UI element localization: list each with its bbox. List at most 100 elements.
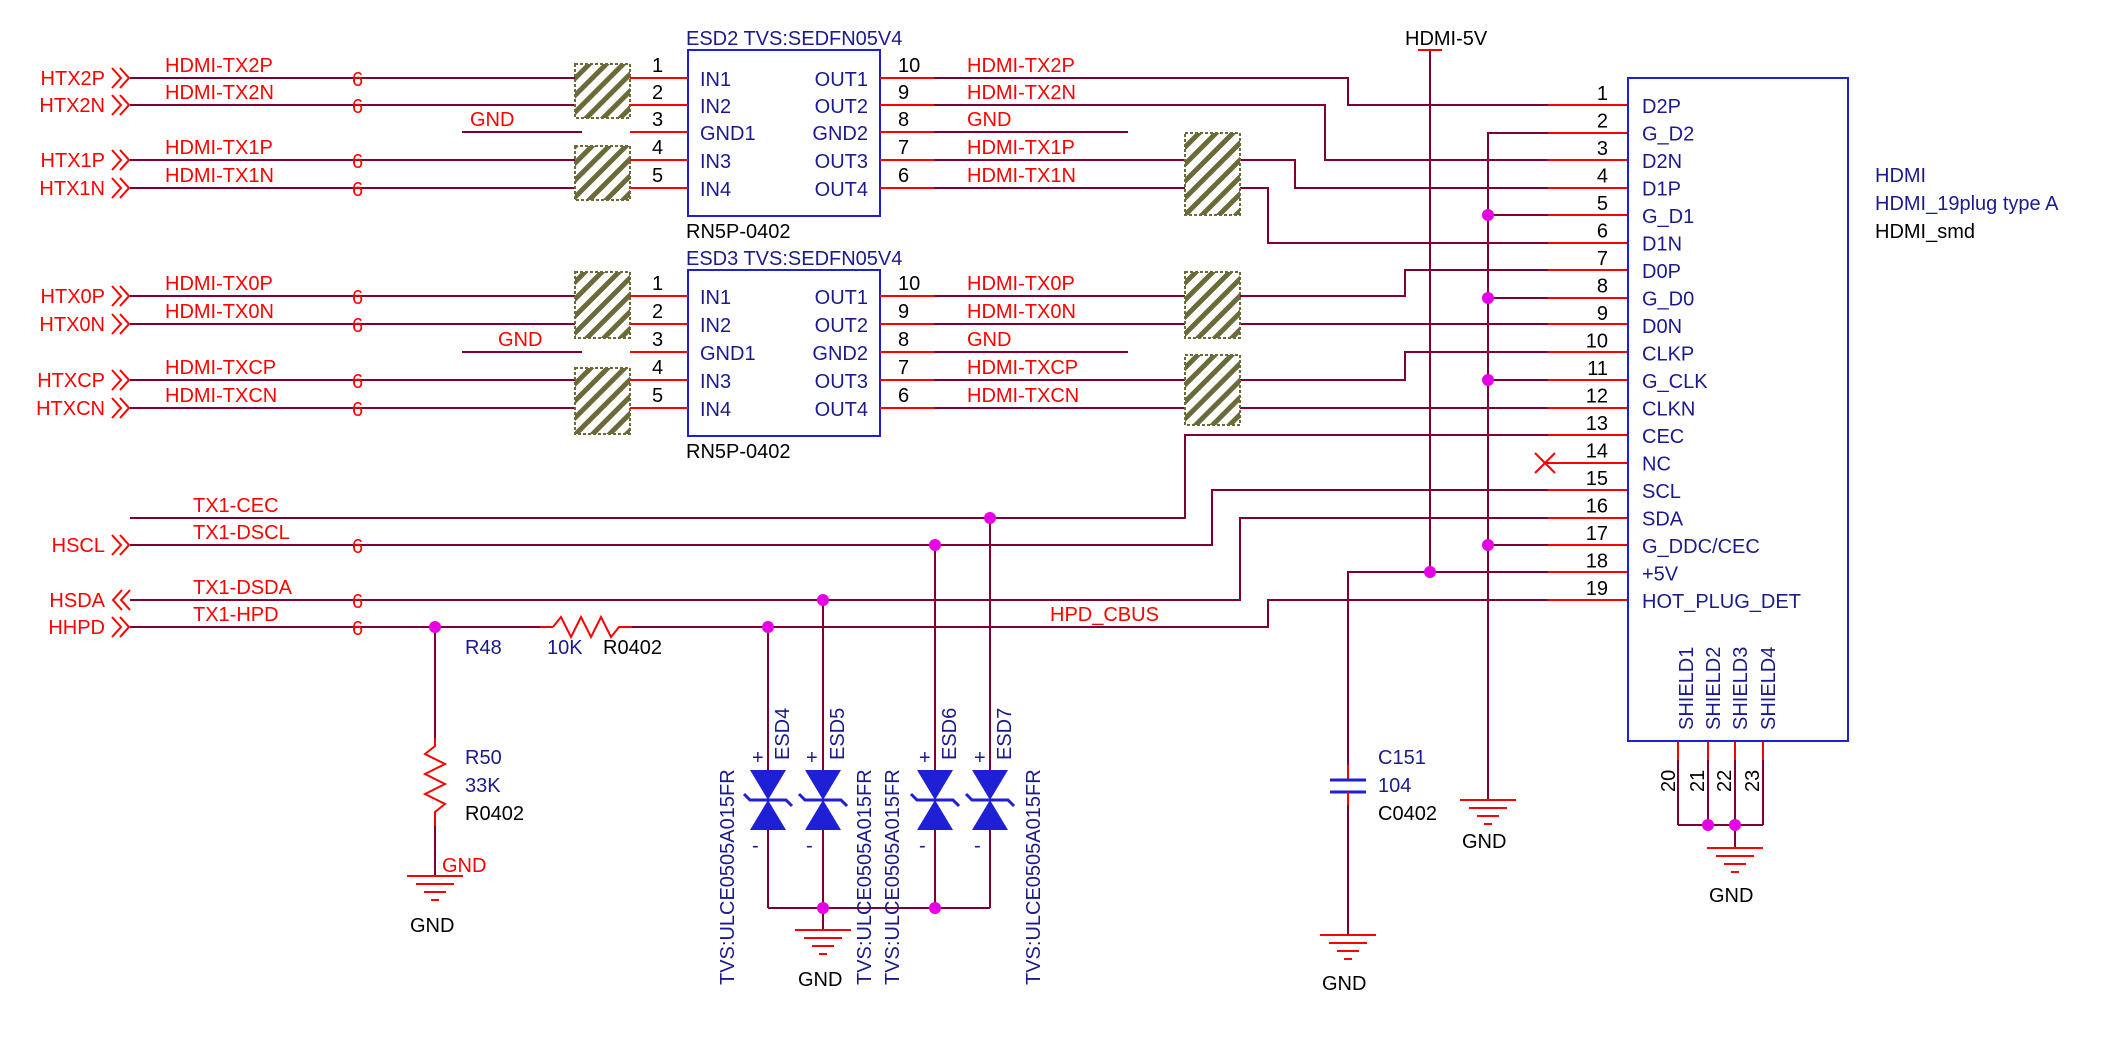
net-tx2n: HDMI-TX2N [165, 82, 274, 104]
connector-ref: HDMI [1875, 165, 1926, 187]
connector-pin-label: NC [1642, 454, 1671, 476]
connector-pin-label: CEC [1642, 426, 1684, 448]
plus-sign: + [752, 747, 764, 769]
net-tx1p: HDMI-TX1P [165, 137, 273, 159]
esd2-footprint: RN5P-0402 [686, 221, 791, 243]
r48-ref: R48 [465, 637, 502, 659]
esd3-pin-in4: IN4 [700, 399, 731, 421]
esd2-component[interactable]: ESD2 TVS:SEDFN05V4 RN5P-0402 IN1 IN2 GND… [630, 28, 934, 243]
r48-value: 10K [547, 637, 583, 659]
pin-number: 15 [1586, 468, 1608, 490]
ground-icon [1319, 934, 1377, 960]
net-gnd-esd3: GND [498, 329, 542, 351]
connector-pin-label: D1N [1642, 234, 1682, 256]
pin-number: 6 [1597, 221, 1608, 243]
tvs-esd4[interactable]: + - TVS:ULCE0505A015FR ESD4 [717, 708, 794, 985]
pin-number: 1 [1597, 83, 1608, 105]
ground-icon [1706, 847, 1764, 873]
esd2-pin-gnd1: GND1 [700, 123, 756, 145]
sheet-ref: 6 [352, 399, 363, 421]
esd2-title: ESD2 TVS:SEDFN05V4 [686, 28, 902, 50]
esd3-component[interactable]: ESD3 TVS:SEDFN05V4 RN5P-0402 IN1 IN2 GND… [630, 248, 934, 463]
shield-label: SHIELD2 [1703, 647, 1725, 730]
esd2-output-nets: HDMI-TX2P HDMI-TX2N GND HDMI-TX1P HDMI-T… [967, 55, 1076, 187]
resistor-r50[interactable]: R50 33K R0402 GND [422, 738, 524, 877]
net-tx1n: HDMI-TX1N [967, 165, 1076, 187]
esd2-pin-out2: OUT2 [815, 96, 868, 118]
sheet-ref: 6 [352, 179, 363, 201]
net-hdmi-5v: HDMI-5V [1405, 28, 1488, 50]
tvs-esd5[interactable]: + - TVS:ULCE0505A015FR ESD5 [797, 708, 876, 985]
pin-number: 8 [898, 329, 909, 351]
ground-icon [406, 875, 464, 901]
tvs-esd7[interactable]: + - TVS:ULCE0505A015FR ESD7 [964, 708, 1045, 985]
net-gnd-esd2: GND [470, 109, 514, 131]
esd3-title: ESD3 TVS:SEDFN05V4 [686, 248, 902, 270]
pin-number: 1 [652, 55, 663, 77]
pin-number: 4 [1597, 166, 1608, 188]
connector-value: HDMI_19plug type A [1875, 193, 2059, 215]
esd3-pin-in3: IN3 [700, 371, 731, 393]
pin-number: 2 [652, 301, 663, 323]
sheet-ref: 6 [352, 536, 363, 558]
pin-number: 13 [1586, 413, 1608, 435]
port-htx1n: HTX1N [39, 178, 105, 200]
sheet-ref: 6 [352, 69, 363, 91]
esd3-pin-in1: IN1 [700, 287, 731, 309]
hdmi-connector[interactable]: HDMI HDMI_19plug type A HDMI_smd D2PG_D2… [1586, 77, 2059, 792]
net-labels-left: HDMI-TX2P HDMI-TX2N HDMI-TX1P HDMI-TX1N … [165, 55, 1159, 626]
esd3-pin-out3: OUT3 [815, 371, 868, 393]
esd2-pin-in1: IN1 [700, 69, 731, 91]
net-txcn: HDMI-TXCN [967, 385, 1079, 407]
esd2-pin-out3: OUT3 [815, 151, 868, 173]
tvs-esd6[interactable]: + - TVS:ULCE0505A015FR ESD6 [882, 708, 961, 985]
pin-number: 6 [898, 385, 909, 407]
connector-footprint: HDMI_smd [1875, 221, 1975, 243]
c151-value: 104 [1378, 775, 1411, 797]
connector-pin-label: D0N [1642, 316, 1682, 338]
net-dsda: TX1-DSDA [193, 577, 293, 599]
gnd-label: GND [1322, 973, 1366, 995]
connector-pin-label: SCL [1642, 481, 1681, 503]
connector-pin-label: D0P [1642, 261, 1681, 283]
pin-number: 10 [898, 55, 920, 77]
pin-number: 8 [898, 109, 909, 131]
net-tx0n: HDMI-TX0N [165, 301, 274, 323]
pin-number: 9 [898, 82, 909, 104]
connector-pin-label: G_D2 [1642, 124, 1694, 146]
resistor-r48[interactable]: R48 10K R0402 [465, 614, 662, 659]
esd2-pin-gnd2: GND2 [812, 123, 868, 145]
pin-number: 6 [898, 165, 909, 187]
pin-number: 3 [652, 109, 663, 131]
connector-pin-label: D2N [1642, 151, 1682, 173]
esd2-pin-out4: OUT4 [815, 179, 868, 201]
port-htx2n: HTX2N [39, 95, 105, 117]
pin-number: 4 [652, 357, 663, 379]
connector-pin-label: D1P [1642, 179, 1681, 201]
esd3-footprint: RN5P-0402 [686, 441, 791, 463]
test-pad-hatches [574, 63, 1241, 435]
pin-number: 3 [652, 329, 663, 351]
capacitor-c151[interactable]: C151 104 C0402 [1330, 747, 1437, 825]
plus-sign: + [919, 747, 931, 769]
port-htx2p: HTX2P [41, 68, 105, 90]
tvs-value: TVS:ULCE0505A015FR [854, 769, 876, 985]
gnd-label: GND [410, 915, 454, 937]
net-txcp: HDMI-TXCP [967, 357, 1078, 379]
tvs-value: TVS:ULCE0505A015FR [1023, 769, 1045, 985]
shield-label: SHIELD4 [1758, 647, 1780, 730]
sheet-ref: 6 [352, 96, 363, 118]
esd3-output-nets: HDMI-TX0P HDMI-TX0N GND HDMI-TXCP HDMI-T… [967, 273, 1079, 407]
pin-number: 10 [1586, 331, 1608, 353]
connector-pin-label: +5V [1642, 564, 1679, 586]
esd2-pin-in3: IN3 [700, 151, 731, 173]
off-page-connectors [111, 67, 131, 638]
pin-number: 16 [1586, 496, 1608, 518]
port-htxcn: HTXCN [36, 398, 105, 420]
minus-sign: - [806, 835, 813, 857]
esd3-pin-gnd1: GND1 [700, 343, 756, 365]
pin-number: 1 [652, 273, 663, 295]
sheet-ref: 6 [352, 371, 363, 393]
esd3-pin-out2: OUT2 [815, 315, 868, 337]
connector-pin-label: G_D0 [1642, 289, 1694, 311]
